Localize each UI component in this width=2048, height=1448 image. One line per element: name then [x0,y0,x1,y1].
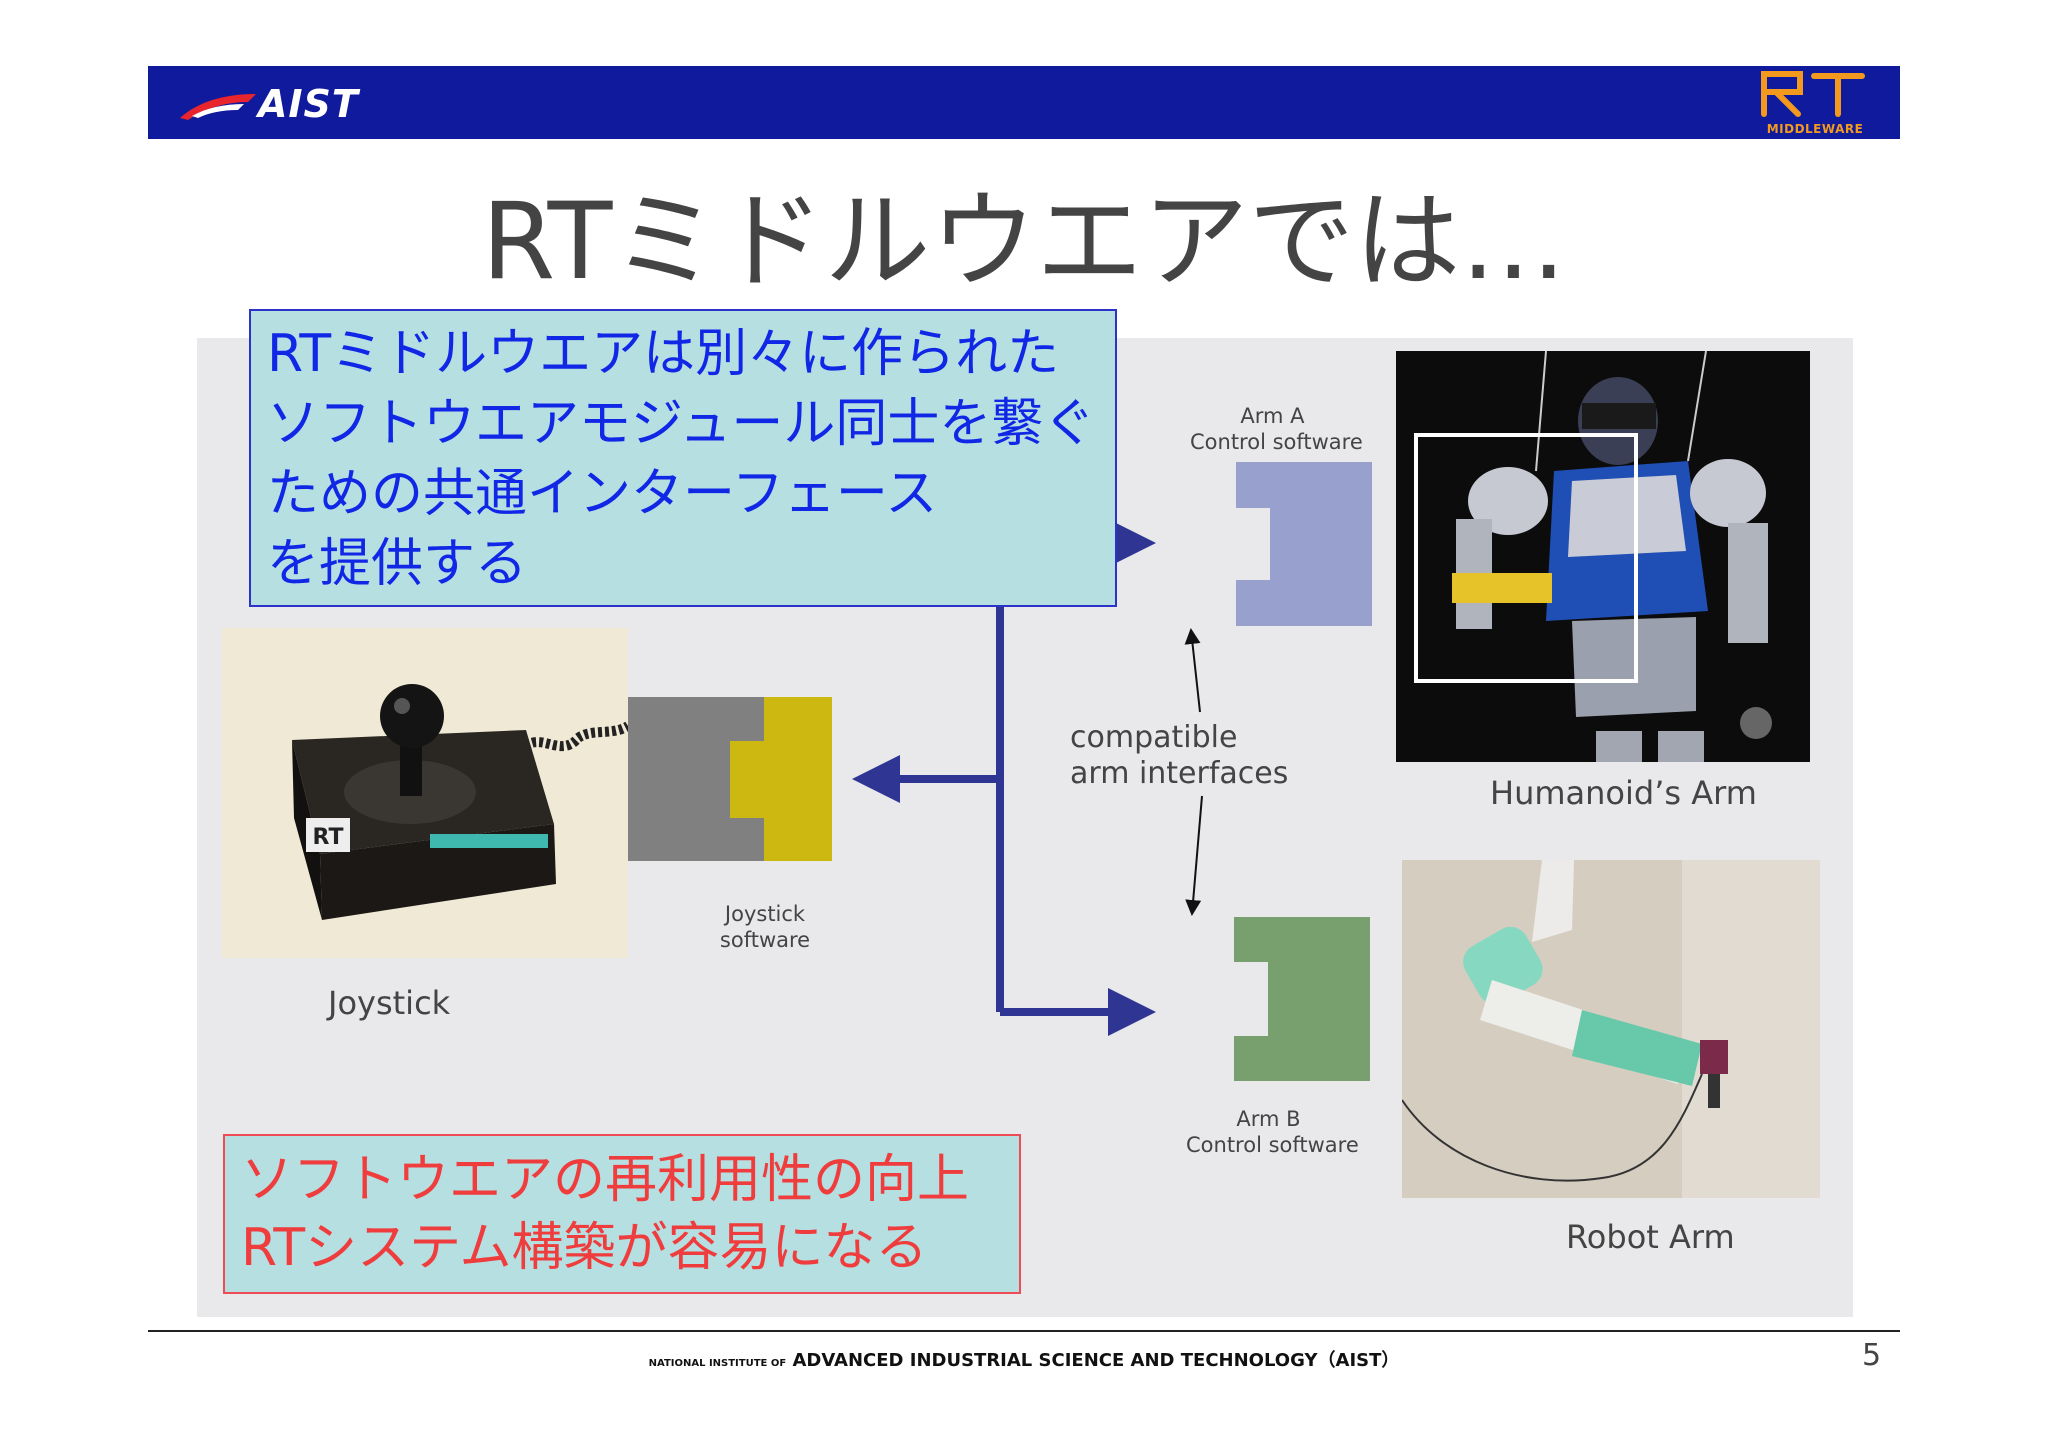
footer-organization: NATIONAL INSTITUTE OF ADVANCED INDUSTRIA… [0,1346,2048,1372]
footer-prefix: NATIONAL INSTITUTE OF [648,1358,787,1369]
joystick-software-label: Joystick software [700,901,830,953]
humanoid-photo [1396,351,1810,762]
joystick-box-label: RT [313,825,344,850]
callout-top-line3: ための共通インターフェース [267,464,938,524]
callout-top-line2: ソフトウエアモジュール同士を繋ぐ [267,394,1096,454]
header-bar [148,66,1900,139]
aist-logo-swoosh-icon [180,94,256,120]
joystick-software-label-line2: software [719,928,811,952]
arm-b-label-line2: Control software [1186,1133,1359,1157]
compatible-arrow-up [1184,628,1201,713]
arm-a-interface-block [1236,462,1372,626]
joystick-photo: RT [222,628,628,958]
compatible-label-line2: arm interfaces [1070,756,1289,791]
footer-divider [148,1330,1900,1332]
slide-title: RTミドルウエアでは… [481,180,1567,303]
arm-a-label-line2: Control software [1190,430,1363,454]
callout-bottom: ソフトウエアの再利用性の向上 RTシステム構築が容易になる [223,1134,1021,1294]
arm-b-label-line1: Arm B [1236,1107,1301,1131]
callout-bottom-line1: ソフトウエアの再利用性の向上 [241,1150,970,1210]
compatible-label: compatible arm interfaces [1070,720,1288,792]
callout-top-line1: RTミドルウエアは別々に作られた [267,324,1060,384]
joystick-caption: Joystick [328,984,451,1022]
joystick-software-block [628,697,832,861]
robot-arm-photo [1402,860,1820,1198]
rt-logo-caption: MIDDLEWARE [1767,122,1864,136]
callout-bottom-line2: RTシステム構築が容易になる [241,1218,928,1278]
callout-top: RTミドルウエアは別々に作られた ソフトウエアモジュール同士を繋ぐ ための共通イ… [249,309,1117,607]
arm-a-label-line1: Arm A [1240,404,1305,428]
arm-a-label: Arm A Control software [1190,403,1363,455]
compatible-arrow-down [1185,795,1203,916]
arm-b-label: Arm B Control software [1186,1106,1359,1158]
page-number: 5 [1862,1338,1882,1373]
compatible-label-line1: compatible [1070,720,1238,755]
rt-middleware-logo: MIDDLEWARE [1761,71,1865,136]
callout-top-line4: を提供する [267,534,528,594]
joystick-software-label-line1: Joystick [724,902,806,926]
footer-main: ADVANCED INDUSTRIAL SCIENCE AND TECHNOLO… [792,1350,1400,1371]
aist-logo-text: AIST [258,82,359,126]
humanoid-caption: Humanoid’s Arm [1490,774,1757,812]
robot-arm-caption: Robot Arm [1566,1218,1735,1256]
arm-b-interface-block [1234,917,1370,1081]
